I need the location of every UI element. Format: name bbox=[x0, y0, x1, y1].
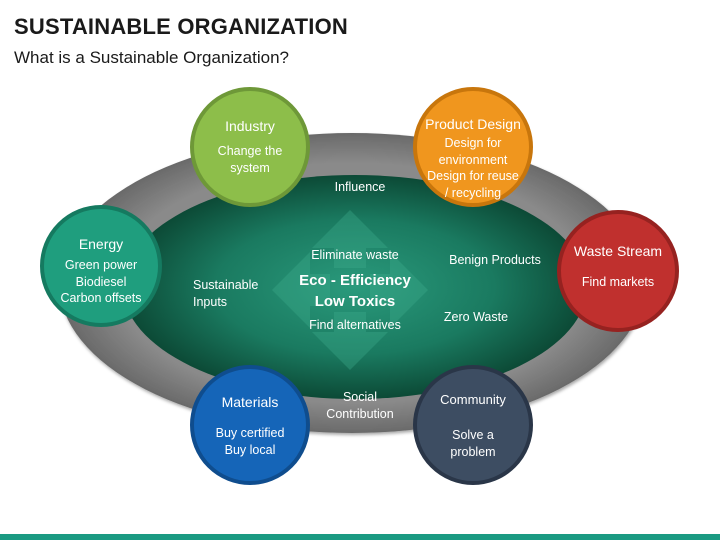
industry-line1: Change the bbox=[217, 144, 283, 158]
social-contribution-label-1: Social bbox=[342, 390, 378, 404]
materials-circle: Materials Buy certified Buy local bbox=[190, 365, 310, 485]
materials-line2: Buy local bbox=[224, 442, 276, 457]
community-line2: problem bbox=[450, 444, 496, 459]
sustainable-inputs-label-1: Sustainable bbox=[193, 278, 259, 292]
energy-circle: Energy Green power Biodiesel Carbon offs… bbox=[40, 205, 162, 327]
bottom-accent-bar bbox=[0, 534, 720, 540]
community-title: Community bbox=[440, 392, 506, 407]
inner-ellipse bbox=[123, 175, 587, 399]
energy-line3: Carbon offsets bbox=[60, 291, 142, 305]
product-design-circle: Product Design Design for environment De… bbox=[413, 87, 533, 207]
industry-line2: system bbox=[230, 160, 270, 175]
community-circle: Community Solve a problem bbox=[413, 365, 533, 485]
center-main-line2: Low Toxics bbox=[314, 293, 396, 310]
product-design-line3: Design for reuse bbox=[427, 169, 519, 183]
product-design-title: Product Design bbox=[425, 116, 521, 132]
center-main-line1: Eco - Efficiency bbox=[299, 272, 411, 289]
center-top-label: Eliminate waste bbox=[311, 248, 399, 262]
energy-title: Energy bbox=[78, 236, 124, 252]
product-design-line1: Design for bbox=[444, 136, 502, 150]
waste-stream-circle: Waste Stream Find markets bbox=[557, 210, 679, 332]
waste-stream-line1: Find markets bbox=[581, 275, 655, 289]
center-bottom-label: Find alternatives bbox=[309, 318, 401, 332]
industry-title: Industry bbox=[225, 118, 275, 134]
waste-stream-title: Waste Stream bbox=[573, 243, 663, 259]
sustainable-inputs-label-2: Inputs bbox=[193, 295, 228, 309]
benign-products-label: Benign Products bbox=[449, 253, 541, 267]
page-subtitle: What is a Sustainable Organization? bbox=[14, 48, 289, 67]
energy-line1: Green power bbox=[64, 258, 138, 272]
materials-line1: Buy certified bbox=[215, 426, 285, 440]
product-design-line4: / recycling bbox=[444, 185, 502, 200]
social-contribution-label-2: Contribution bbox=[326, 407, 394, 421]
materials-title: Materials bbox=[221, 394, 279, 410]
product-design-line2: environment bbox=[438, 152, 508, 167]
four-way-arrow-icon bbox=[272, 210, 428, 370]
industry-circle: Industry Change the system bbox=[190, 87, 310, 207]
page-title: SUSTAINABLE ORGANIZATION bbox=[14, 14, 348, 39]
energy-line2: Biodiesel bbox=[75, 274, 127, 289]
influence-label: Influence bbox=[334, 180, 386, 194]
zero-waste-label: Zero Waste bbox=[443, 310, 509, 324]
community-line1: Solve a bbox=[452, 428, 494, 442]
